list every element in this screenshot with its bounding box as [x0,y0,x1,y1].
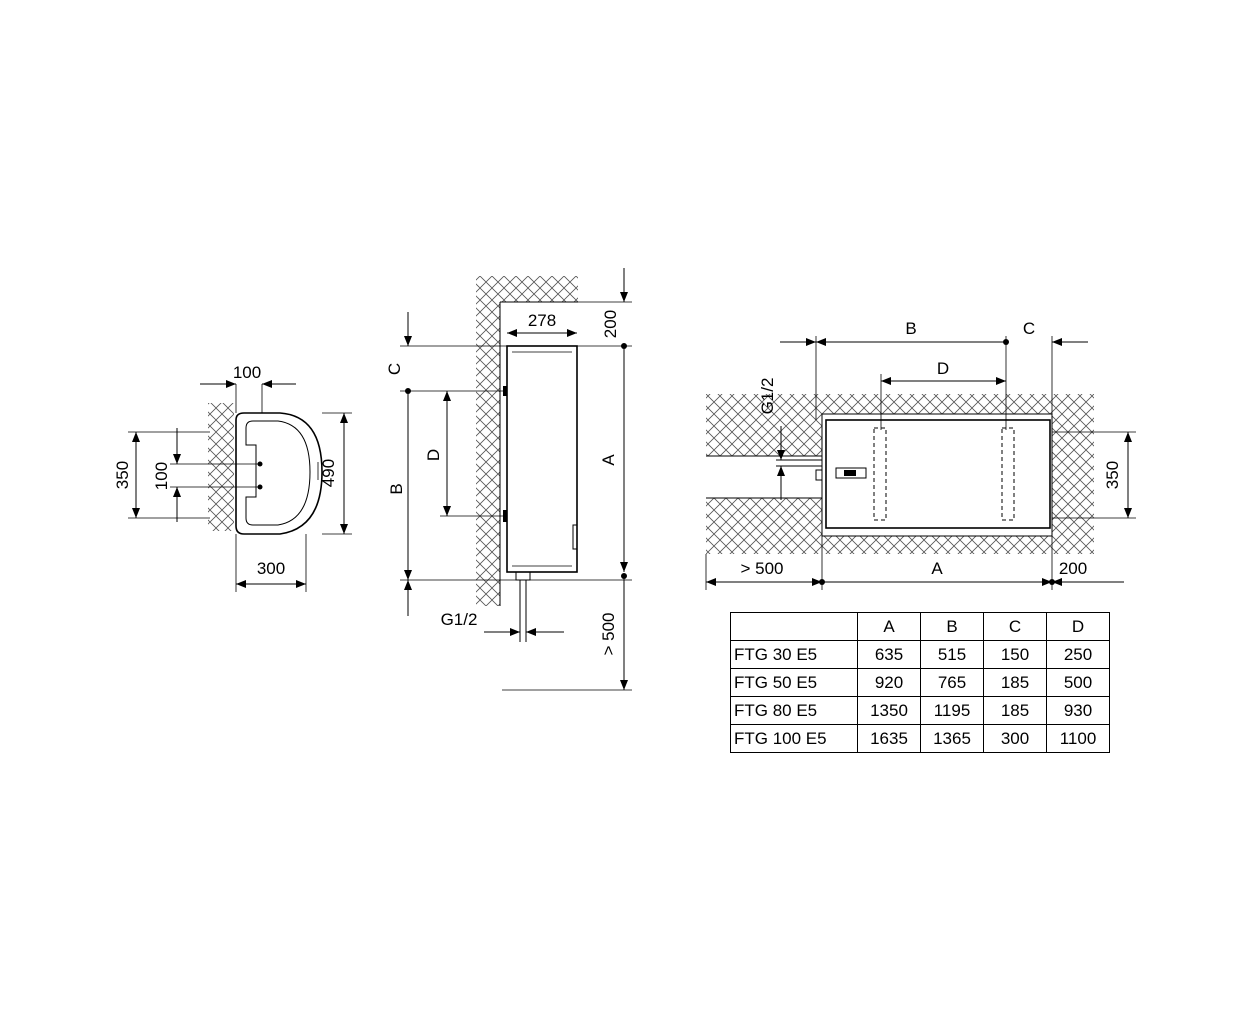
horiz-bracket-right [1001,427,1015,521]
horiz-top-wall-hatch [822,394,1094,414]
table-cell-model: FTG 80 E5 [730,696,858,725]
table-header-model [730,612,858,641]
front-bracket-spacing-label: 100 [152,462,171,490]
horiz-bottom-wall-hatch [822,536,1094,554]
table-cell: 1365 [920,724,984,753]
table-row: FTG 50 E5 920 765 185 500 [730,668,1110,697]
table-cell-model: FTG 30 E5 [730,640,858,669]
table-cell: 930 [1046,696,1110,725]
table-cell: 300 [983,724,1047,753]
front-mount-height-label: 350 [113,461,132,489]
table-cell: 1635 [857,724,921,753]
table-cell: 185 [983,668,1047,697]
horiz-mount-height-label: 350 [1103,461,1122,489]
table-cell: 515 [920,640,984,669]
front-boiler-inner [245,420,311,526]
table-header-row: A B C D [730,612,1110,641]
front-height-label: 490 [319,459,338,487]
table-cell: 1350 [857,696,921,725]
side-wall-hatch [476,276,500,606]
front-width-label: 300 [257,559,285,578]
front-top-bracket-label: 100 [233,363,261,382]
horiz-dim-a: A [931,559,943,578]
side-dim-c: C [385,363,404,375]
side-dim-a: A [599,454,618,466]
table-cell: 185 [983,696,1047,725]
horiz-left-clearance-label: > 500 [740,559,783,578]
table-cell: 500 [1046,668,1110,697]
table-cell-model: FTG 100 E5 [730,724,858,753]
front-boiler-outline [235,412,323,535]
table-header-a: A [857,612,921,641]
table-row: FTG 100 E5 1635 1365 300 1100 [730,724,1110,753]
table-cell: 1195 [920,696,984,725]
horiz-bracket-left [873,427,887,521]
table-cell: 635 [857,640,921,669]
table-row: FTG 80 E5 1350 1195 185 930 [730,696,1110,725]
dimensions-table: A B C D FTG 30 E5 635 515 150 250 FTG 50… [730,612,1110,753]
table-cell-model: FTG 50 E5 [730,668,858,697]
table-header-d: D [1046,612,1110,641]
horiz-right-wall-hatch [1052,414,1094,536]
front-view: 300 100 490 350 100 [113,363,352,592]
front-wall-hatch [208,403,234,531]
side-boiler-body [506,345,578,573]
side-top-clearance-label: 200 [601,310,620,338]
side-dim-d: D [424,449,443,461]
horiz-pipe-label: G1/2 [758,378,777,415]
horiz-dim-d: D [937,359,949,378]
horizontal-view: G1/2 B C D 350 > 500 A 200 [705,319,1136,590]
table-cell: 765 [920,668,984,697]
side-view: 278 200 A > 500 C B D G1/2 [385,268,632,691]
table-cell: 250 [1046,640,1110,669]
horiz-boiler-body [825,419,1051,529]
table-cell: 920 [857,668,921,697]
table-cell: 150 [983,640,1047,669]
horiz-control-panel [835,467,867,479]
table-row: FTG 30 E5 635 515 150 250 [730,640,1110,669]
side-depth-label: 278 [528,311,556,330]
table-cell: 1100 [1046,724,1110,753]
side-ceiling-hatch [500,276,578,302]
horiz-dim-c: C [1023,319,1035,338]
horiz-right-clearance-label: 200 [1059,559,1087,578]
side-bottom-clearance-label: > 500 [599,612,618,655]
side-dim-b: B [387,483,406,494]
table-header-c: C [983,612,1047,641]
horiz-dim-b: B [905,319,916,338]
side-pipe-label: G1/2 [441,610,478,629]
table-header-b: B [920,612,984,641]
